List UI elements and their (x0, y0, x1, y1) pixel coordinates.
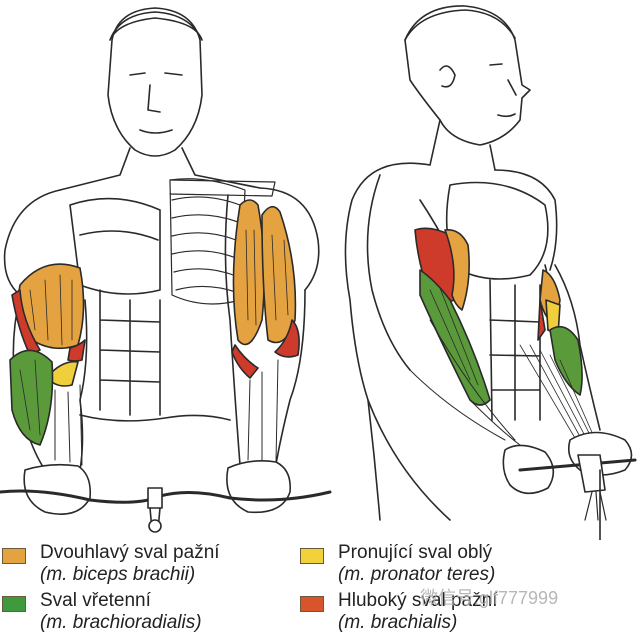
legend-latin-brachialis: (m. brachialis) (338, 612, 458, 633)
anatomy-illustration (0, 5, 637, 540)
legend-latin-pronator: (m. pronator teres) (338, 564, 496, 585)
legend-label-pronator: Pronující sval oblý (338, 542, 493, 563)
legend-item-biceps: Dvouhlavý sval pažní (m. biceps brachii) (2, 542, 220, 586)
biceps-swatch (2, 548, 26, 564)
brachialis-swatch (300, 596, 324, 612)
legend-label-biceps: Dvouhlavý sval pažní (40, 542, 220, 563)
legend-label-brachioradialis: Sval vřetenní (40, 590, 151, 611)
legend-latin-brachioradialis: (m. brachioradialis) (40, 612, 202, 633)
brachioradialis-swatch (2, 596, 26, 612)
side-view-figure (344, 5, 637, 540)
legend-latin-biceps: (m. biceps brachii) (40, 564, 196, 585)
legend-item-brachioradialis: Sval vřetenní (m. brachioradialis) (2, 590, 202, 634)
muscle-legend: Dvouhlavý sval pažní (m. biceps brachii)… (0, 540, 640, 633)
front-view-figure (0, 7, 332, 533)
legend-item-pronator: Pronující sval oblý (m. pronator teres) (300, 542, 495, 586)
watermark-text: 微信号:glf777999 (420, 588, 559, 608)
legend-label-brachialis: Hluboký sval pažní (338, 590, 498, 611)
pronator-swatch (300, 548, 324, 564)
